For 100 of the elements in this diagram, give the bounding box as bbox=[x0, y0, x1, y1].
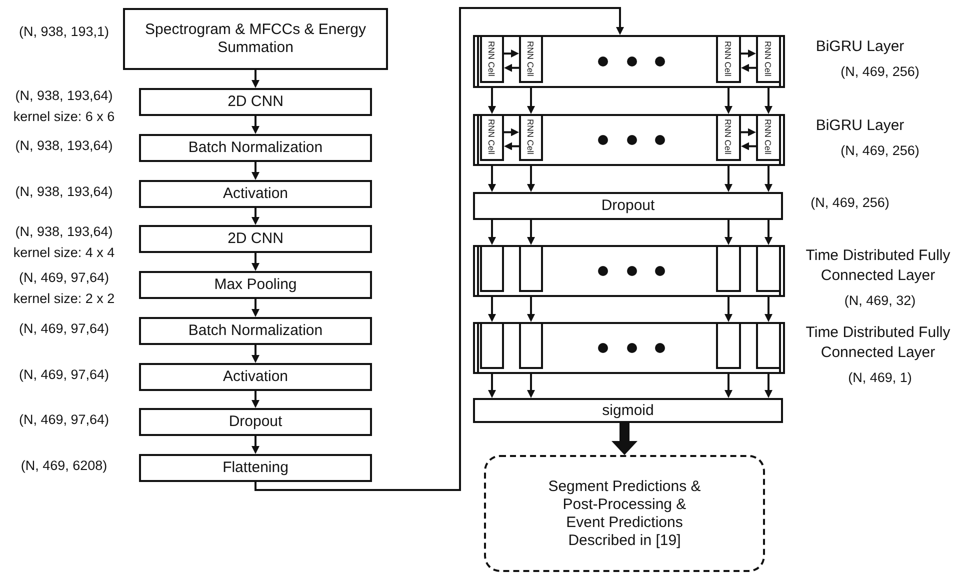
process-box bbox=[139, 271, 372, 299]
rnn-cell bbox=[518, 34, 542, 82]
arrow bbox=[252, 162, 260, 180]
arrow bbox=[527, 166, 535, 192]
layer-block bbox=[473, 322, 785, 374]
unit-cell bbox=[756, 244, 780, 292]
arrow bbox=[724, 297, 732, 322]
process-box bbox=[139, 317, 372, 345]
unit-cell bbox=[756, 322, 780, 368]
arrow bbox=[504, 50, 519, 58]
node-label: Dropout bbox=[601, 197, 655, 215]
node-label: (N, 469, 256) bbox=[840, 142, 920, 160]
node-label: Dropout bbox=[228, 413, 282, 431]
cell-label: RNN Cell bbox=[486, 40, 496, 76]
arrow bbox=[252, 391, 260, 408]
arrow bbox=[488, 166, 496, 192]
arrow bbox=[252, 116, 260, 134]
shape-label: (N, 938, 193,64) bbox=[14, 183, 114, 201]
node-label: (N, 469, 256) bbox=[840, 63, 920, 81]
shape-label: (N, 938, 193,64) bbox=[14, 223, 114, 241]
rnn-cell bbox=[518, 114, 542, 160]
arrow bbox=[724, 220, 732, 245]
arrow bbox=[527, 220, 535, 245]
shape-label: kernel size: 6 x 6 bbox=[12, 108, 116, 126]
unit-cell bbox=[518, 244, 542, 292]
node-label: Activation bbox=[222, 185, 288, 203]
arrow bbox=[764, 374, 772, 398]
node-label: 2D CNN bbox=[228, 230, 284, 248]
arrow bbox=[252, 345, 260, 363]
process-box bbox=[139, 88, 372, 116]
shape-label: (N, 469, 6208) bbox=[20, 457, 108, 475]
shape-label: (N, 938, 193,1) bbox=[18, 23, 110, 41]
node-label: sigmoid bbox=[602, 402, 654, 420]
unit-cell bbox=[480, 244, 504, 292]
cell-label: RNN Cell bbox=[723, 119, 733, 155]
unit-cell bbox=[716, 244, 740, 292]
rnn-cell bbox=[716, 34, 740, 82]
cell-label: RNN Cell bbox=[526, 40, 536, 76]
output-box bbox=[484, 455, 765, 572]
shape-label: (N, 469, 97,64) bbox=[18, 411, 110, 429]
unit-cell bbox=[716, 322, 740, 368]
node-label: Batch Normalization bbox=[188, 322, 323, 340]
process-box bbox=[473, 192, 783, 220]
node-label: Spectrogram & MFCCs & Energy Summation bbox=[144, 21, 367, 57]
arrow bbox=[488, 220, 496, 245]
rnn-cell bbox=[480, 114, 504, 160]
arrow bbox=[764, 166, 772, 192]
node-label: Flattening bbox=[222, 459, 288, 477]
process-box bbox=[139, 363, 372, 391]
node-label: Activation bbox=[222, 368, 288, 386]
arrow bbox=[488, 88, 496, 114]
cell-label: RNN Cell bbox=[526, 119, 536, 155]
arrow bbox=[252, 208, 260, 225]
arrow bbox=[724, 374, 732, 398]
arrow bbox=[764, 88, 772, 114]
node-label: Batch Normalization bbox=[188, 139, 323, 157]
arrow bbox=[724, 88, 732, 114]
arrow bbox=[504, 64, 519, 72]
process-box bbox=[139, 180, 372, 208]
unit-cell bbox=[480, 322, 504, 368]
node-label: 2D CNN bbox=[228, 93, 284, 111]
arrow bbox=[527, 297, 535, 322]
node-label: Max Pooling bbox=[214, 276, 297, 294]
arrow bbox=[741, 128, 756, 136]
arrow bbox=[764, 220, 772, 245]
arrow bbox=[254, 7, 624, 491]
node-label: BiGRU Layer bbox=[814, 37, 906, 56]
shape-label: (N, 469, 97,64) bbox=[18, 320, 110, 338]
cell-label: RNN Cell bbox=[723, 40, 733, 76]
process-box bbox=[139, 408, 372, 436]
process-box bbox=[139, 454, 372, 482]
arrow bbox=[504, 128, 519, 136]
arrow bbox=[252, 70, 260, 88]
cell-label: RNN Cell bbox=[763, 119, 773, 155]
node-label: (N, 469, 32) bbox=[843, 292, 917, 310]
shape-label: (N, 469, 97,64) bbox=[18, 366, 110, 384]
arrow bbox=[741, 64, 756, 72]
process-box bbox=[139, 225, 372, 253]
shape-label: (N, 469, 256) bbox=[810, 194, 890, 212]
arrow bbox=[488, 297, 496, 322]
shape-label: kernel size: 2 x 2 bbox=[12, 290, 116, 308]
arrow bbox=[527, 88, 535, 114]
rnn-cell bbox=[756, 34, 780, 82]
arrow bbox=[252, 253, 260, 271]
rnn-cell bbox=[480, 34, 504, 82]
rnn-cell bbox=[756, 114, 780, 160]
node-label: Time Distributed Fully Connected Layer bbox=[804, 246, 952, 285]
unit-cell bbox=[518, 322, 542, 368]
shape-label: kernel size: 4 x 4 bbox=[12, 244, 116, 262]
arrow bbox=[741, 142, 756, 150]
arrow bbox=[741, 50, 756, 58]
shape-label: (N, 938, 193,64) bbox=[14, 87, 114, 105]
layer-block bbox=[473, 114, 785, 166]
shape-label: (N, 469, 97,64) bbox=[18, 269, 110, 287]
node-label: Time Distributed Fully Connected Layer bbox=[804, 323, 952, 362]
cell-label: RNN Cell bbox=[486, 119, 496, 155]
node-label: (N, 469, 1) bbox=[847, 369, 913, 387]
arrow bbox=[724, 166, 732, 192]
arrow bbox=[764, 297, 772, 322]
process-box bbox=[473, 398, 783, 423]
